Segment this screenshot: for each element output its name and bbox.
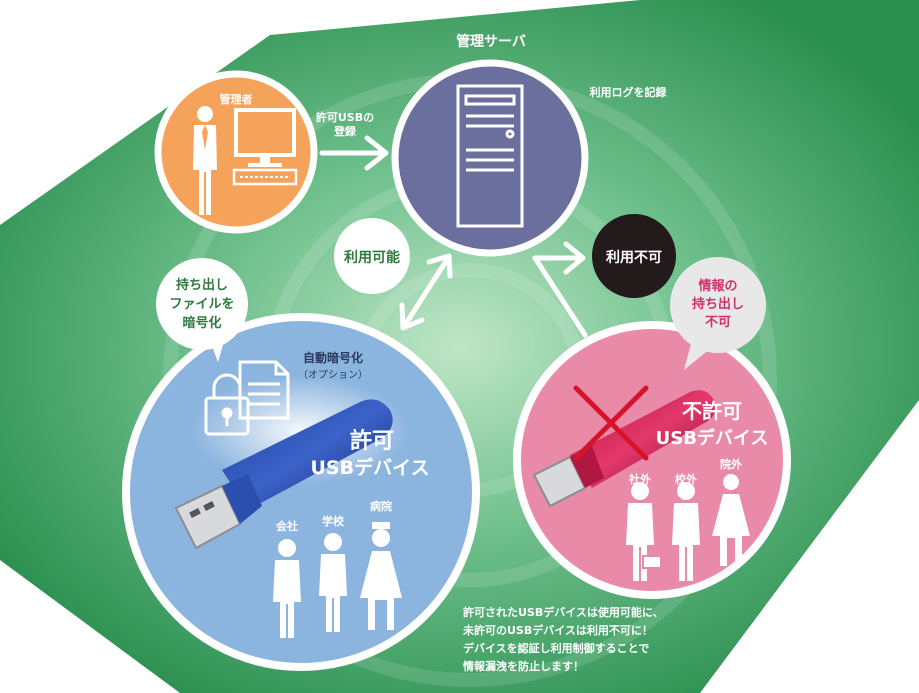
encrypt-bubble: 持ち出し ファイルを 暗号化 <box>156 258 248 362</box>
encrypt-bubble-line: 持ち出し <box>176 277 228 293</box>
footer-line: 情報漏洩を防止します！ <box>463 659 584 673</box>
usable-label: 利用可能 <box>344 249 400 266</box>
denied-person-label: 院外 <box>720 457 742 471</box>
allowed-person-label: 会社 <box>276 519 298 533</box>
encrypt-bubble-line: 暗号化 <box>182 315 221 331</box>
footer-line: 未許可のUSBデバイスは利用不可に！ <box>462 623 653 637</box>
admin-person-icon <box>193 106 217 215</box>
denied-person-label: 校外 <box>675 472 697 486</box>
register-label-2: 登録 <box>333 124 357 138</box>
denied-person-label: 社外 <box>628 472 651 486</box>
keyboard-icon <box>232 168 298 186</box>
monitor-icon <box>234 108 296 167</box>
allowed-title-2: USBデバイス <box>310 456 429 479</box>
denied-node: 不許可 USBデバイス 社外 校外 院外 <box>513 321 791 599</box>
admin-label: 管理者 <box>220 92 253 106</box>
document-icon <box>238 360 290 420</box>
encrypt-bubble-line: ファイルを <box>169 297 234 312</box>
footer-line: 許可されたUSBデバイスは使用可能に、 <box>463 605 664 619</box>
nurse-person-icon <box>360 522 402 630</box>
allowed-person-label: 学校 <box>322 514 345 528</box>
register-label-1: 許可USBの <box>316 110 374 124</box>
register-arrow-icon <box>319 135 389 171</box>
deny-bubble: 情報の 持ち出し 不可 <box>670 257 766 370</box>
admin-node: 管理者 <box>154 70 318 234</box>
unusable-bubble: 利用不可 <box>592 214 676 298</box>
deny-bubble-line: 情報の <box>698 278 737 294</box>
server-note: 利用ログを記録 <box>590 85 668 99</box>
usable-arrow-icon <box>399 253 453 331</box>
allowed-person-label: 病院 <box>370 499 392 513</box>
allowed-title-1: 許可 <box>350 428 394 454</box>
denied-title-2: USBデバイス <box>656 427 769 449</box>
auto-encrypt-label: 自動暗号化 <box>303 350 363 365</box>
cross-icon <box>573 385 649 461</box>
female-person-icon <box>712 474 750 566</box>
deny-bubble-line: 不可 <box>705 315 731 330</box>
allowed-usb-drive-icon <box>174 399 393 550</box>
server-icon <box>456 84 524 228</box>
footer-line: デバイスを認証し利用制御することで <box>463 641 649 655</box>
usable-bubble: 利用可能 <box>334 218 410 294</box>
server-node <box>391 59 589 257</box>
auto-encrypt-option: （オプション） <box>298 369 368 381</box>
server-title: 管理サーバ <box>456 33 526 50</box>
briefcase-icon <box>642 555 662 569</box>
deny-arrow-icon <box>532 241 588 338</box>
unusable-label: 利用不可 <box>606 249 662 266</box>
allowed-node: 自動暗号化 （オプション） 許可 USBデバイス 会社 学校 病院 <box>122 313 480 671</box>
denied-title-1: 不許可 <box>682 399 742 423</box>
lock-icon <box>204 373 250 436</box>
footer-text: 許可されたUSBデバイスは使用可能に、 未許可のUSBデバイスは利用不可に！ デ… <box>462 605 664 673</box>
deny-bubble-line: 持ち出し <box>692 296 744 312</box>
